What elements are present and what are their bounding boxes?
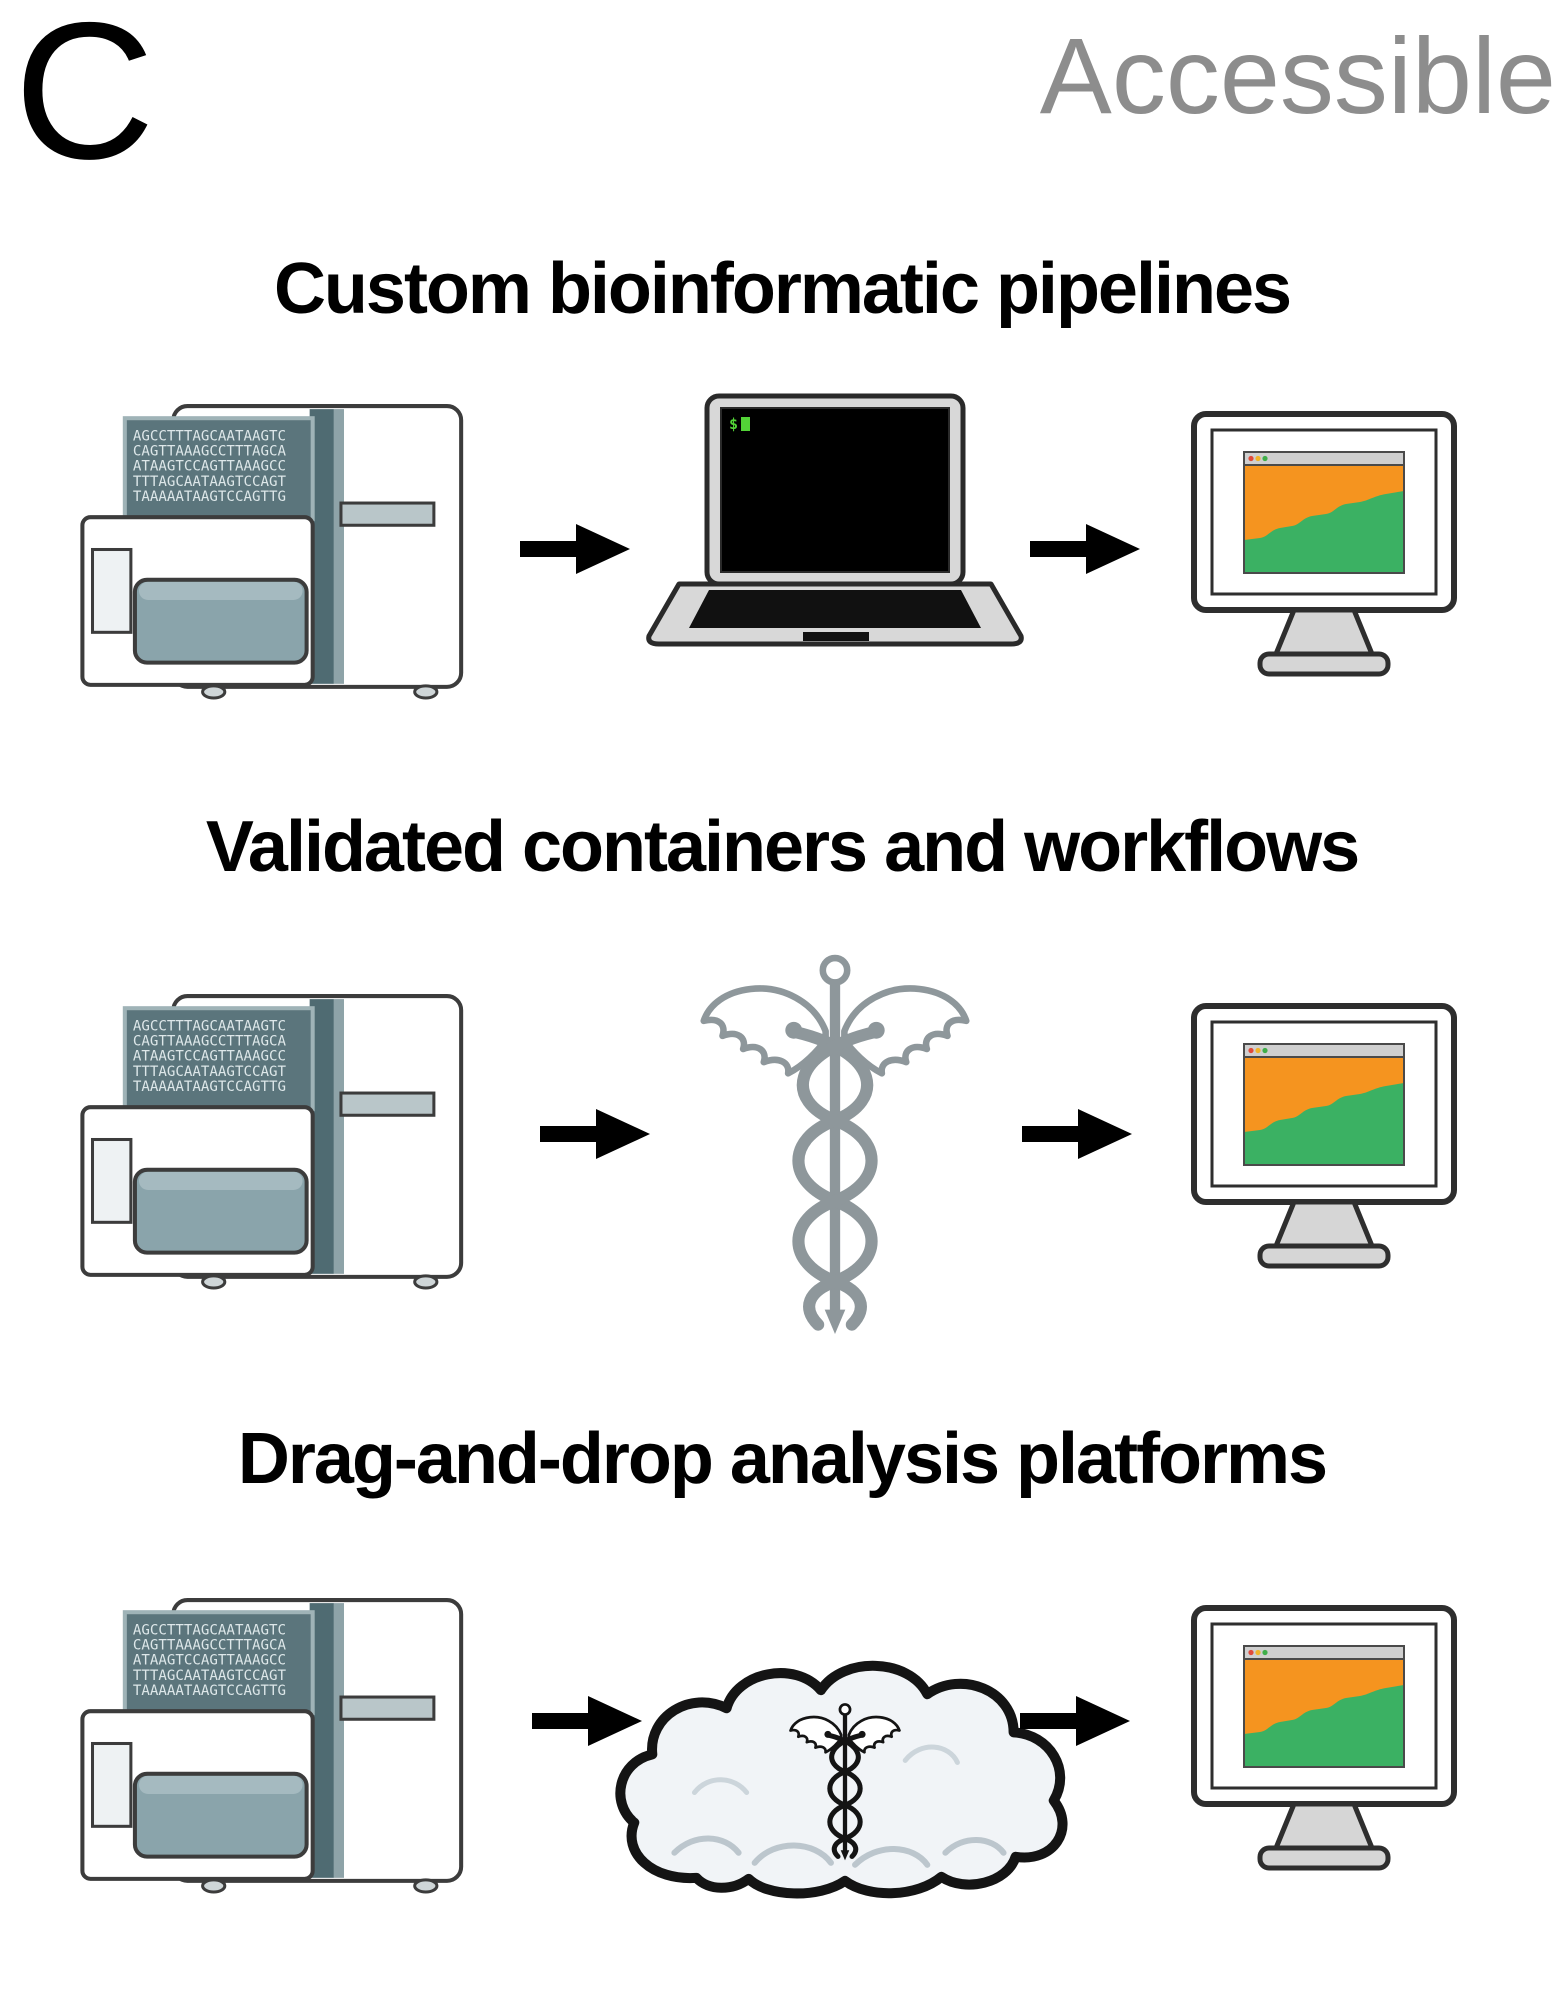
monitor-chart-icon [1188, 408, 1460, 703]
cloud-shape [615, 1660, 1068, 1899]
panel-heading: Accessible [1039, 15, 1556, 136]
arrow-icon [540, 1105, 652, 1163]
sequencer-illustration [72, 398, 517, 701]
arrow-icon [1020, 1692, 1132, 1750]
cloud-caduceus-icon [615, 1660, 1068, 1899]
section-title-validated-containers: Validated containers and workflows [205, 807, 1360, 887]
monitor-chart-icon [1188, 1602, 1460, 1897]
sequencer-illustration [72, 1592, 517, 1895]
laptop-terminal-icon [645, 392, 1025, 682]
arrow-icon [1022, 1105, 1134, 1163]
arrow-icon [1030, 520, 1142, 578]
panel-letter: C [14, 0, 155, 200]
arrow-icon [520, 520, 632, 578]
section-title-drag-and-drop: Drag-and-drop analysis platforms [237, 1419, 1328, 1499]
sequencer-illustration [72, 988, 517, 1291]
section-title-custom-pipelines: Custom bioinformatic pipelines [273, 249, 1292, 329]
caduceus-icon [685, 942, 985, 1336]
monitor-chart-icon [1188, 1000, 1460, 1295]
